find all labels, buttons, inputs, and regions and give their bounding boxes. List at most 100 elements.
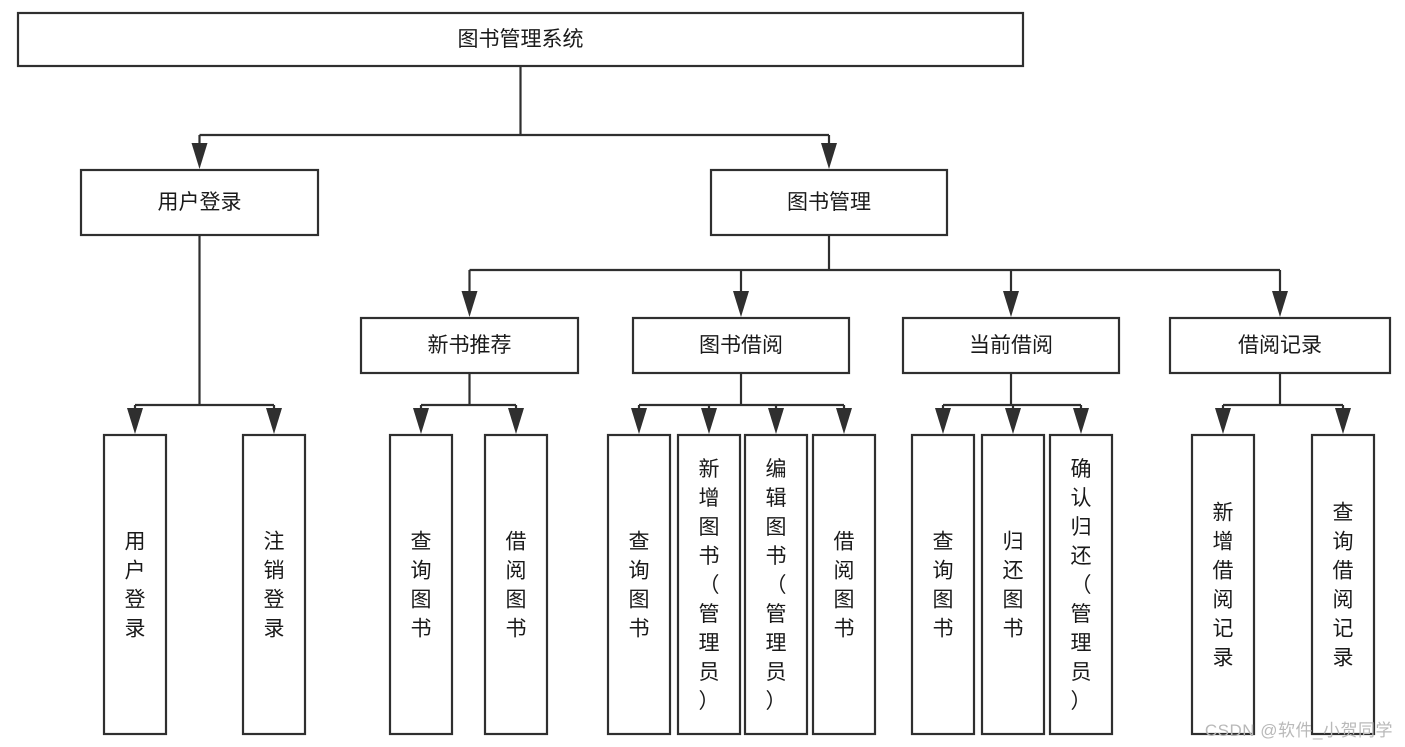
arrow-head-icon [1005, 408, 1021, 434]
node-label-char: 登 [125, 589, 146, 612]
node-level2-1[interactable]: 图书管理 [709, 168, 949, 237]
node-level3-3[interactable]: 借阅记录 [1168, 316, 1392, 375]
node-label-char: 借 [1333, 560, 1354, 583]
node-label-char: 书 [629, 618, 650, 641]
node-label-char: 登 [264, 589, 285, 612]
node-label-char: 录 [1213, 647, 1234, 670]
node-box[interactable] [743, 433, 809, 736]
node-label-char: 编 [766, 458, 787, 481]
node-box[interactable] [1190, 433, 1256, 736]
node-label: 图书管理系统 [458, 28, 584, 51]
arrow-head-icon [768, 408, 784, 434]
node-box[interactable] [709, 168, 949, 237]
arrow-head-icon [1073, 408, 1089, 434]
node-label: 借阅记录 [1238, 334, 1322, 357]
arrow-head-icon [631, 408, 647, 434]
node-label-char: 记 [1333, 618, 1354, 641]
node-box[interactable] [676, 433, 742, 736]
node-leaf-0[interactable]: 用户登录 [102, 433, 168, 736]
node-label-char: 询 [933, 560, 954, 583]
node-label-char: 阅 [1213, 589, 1234, 612]
node-box[interactable] [79, 168, 320, 237]
node-label-char: 询 [629, 560, 650, 583]
node-label-char: 书 [699, 545, 720, 568]
node-label-char: 管 [1071, 603, 1092, 626]
node-box[interactable] [811, 433, 877, 736]
node-label-char: （ [1071, 574, 1092, 597]
node-label-char: 录 [1333, 647, 1354, 670]
node-box[interactable] [1048, 433, 1114, 736]
node-label-char: 认 [1071, 487, 1092, 510]
node-label-char: 注 [264, 531, 285, 554]
node-label-char: 询 [411, 560, 432, 583]
arrow-head-icon [461, 291, 478, 317]
node-label-char: 辑 [766, 487, 787, 510]
arrow-head-icon [733, 291, 749, 317]
node-label-char: 阅 [506, 560, 527, 583]
node-level2-0[interactable]: 用户登录 [79, 168, 320, 237]
node-box[interactable] [631, 316, 851, 375]
node-label-char: ） [1071, 690, 1092, 713]
node-root-system[interactable]: 图书管理系统 [16, 11, 1025, 68]
node-box[interactable] [102, 433, 168, 736]
node-box[interactable] [980, 433, 1046, 736]
node-box[interactable] [388, 433, 454, 736]
node-label-char: 查 [1333, 502, 1354, 525]
node-label-char: 录 [125, 618, 146, 641]
node-label-char: 员 [699, 661, 720, 684]
node-label-char: 管 [766, 603, 787, 626]
node-box[interactable] [910, 433, 976, 736]
node-box[interactable] [1168, 316, 1392, 375]
node-label-char: 理 [699, 632, 720, 655]
node-label-char: 书 [933, 618, 954, 641]
node-label-char: 借 [834, 531, 855, 554]
node-label: 新书推荐 [428, 334, 512, 357]
node-label-char: ） [766, 690, 787, 713]
arrow-head-icon [413, 408, 429, 434]
node-level3-0[interactable]: 新书推荐 [359, 316, 580, 375]
node-label-char: 书 [1003, 618, 1024, 641]
node-label-char: ） [699, 690, 720, 713]
node-label-char: 图 [629, 589, 650, 612]
arrow-head-icon [821, 143, 837, 169]
node-label-char: （ [766, 574, 787, 597]
node-box[interactable] [1310, 433, 1376, 736]
node-label-char: 还 [1003, 560, 1024, 583]
arrow-head-icon [935, 408, 951, 434]
node-box[interactable] [359, 316, 580, 375]
node-label: 当前借阅 [969, 334, 1053, 357]
node-label-char: 查 [933, 531, 954, 554]
arrow-head-icon [1003, 291, 1019, 317]
node-box[interactable] [241, 433, 307, 736]
node-label-char: 用 [125, 531, 146, 554]
node-label-char: 图 [834, 589, 855, 612]
node-box[interactable] [16, 11, 1025, 68]
node-label-char: 查 [411, 531, 432, 554]
node-box[interactable] [483, 433, 549, 736]
node-box[interactable] [606, 433, 672, 736]
node-label-char: 归 [1003, 531, 1024, 554]
node-box[interactable] [901, 316, 1121, 375]
node-level3-1[interactable]: 图书借阅 [631, 316, 851, 375]
node-label-char: 书 [834, 618, 855, 641]
node-label-char: 书 [411, 618, 432, 641]
node-level3-2[interactable]: 当前借阅 [901, 316, 1121, 375]
arrow-head-icon [1335, 408, 1351, 434]
node-label-char: 新 [699, 458, 720, 481]
node-label-char: 销 [264, 560, 285, 583]
arrow-head-icon [1215, 408, 1231, 434]
arrow-head-icon [191, 143, 208, 169]
